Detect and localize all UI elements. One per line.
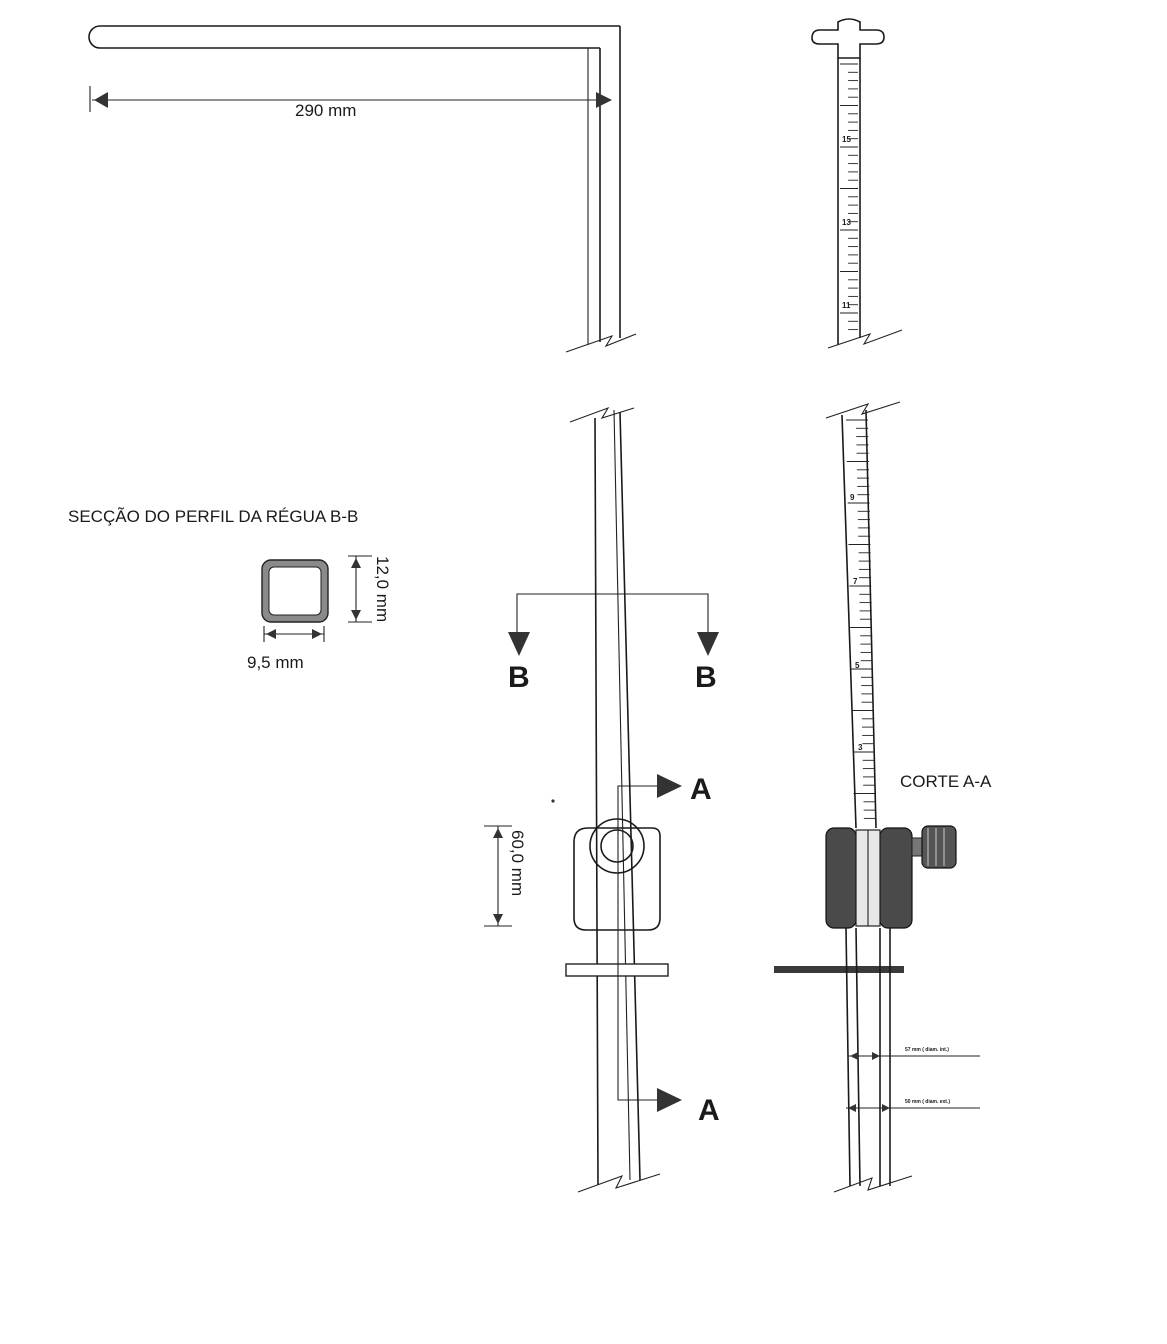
rule-number: 13 bbox=[842, 218, 851, 227]
rule-number: 11 bbox=[842, 301, 851, 310]
cut-view-title: CORTE A-A bbox=[900, 772, 992, 791]
length-dimension: 290 mm bbox=[89, 86, 612, 120]
rule-number: 15 bbox=[842, 135, 851, 144]
section-height-label: 12,0 mm bbox=[373, 556, 392, 622]
length-dim-label: 290 mm bbox=[295, 101, 356, 120]
slider-block bbox=[565, 818, 669, 977]
rule-ticks-upper bbox=[840, 63, 858, 331]
section-marker-left: B bbox=[508, 661, 530, 694]
inner-dim-2: 50 mm ( diam. ext.) bbox=[905, 1099, 950, 1105]
rule-number: 5 bbox=[855, 661, 860, 670]
cut-marker-top: A bbox=[690, 773, 712, 806]
cut-marker-bottom: A bbox=[698, 1094, 720, 1127]
rule-number: 3 bbox=[858, 743, 863, 752]
graduated-rule-view: 15 13 11 9 7 5 3 57 mm bbox=[774, 18, 980, 1193]
section-title: SECÇÃO DO PERFIL DA RÉGUA B-B bbox=[68, 507, 358, 526]
section-marker-right: B bbox=[695, 661, 717, 694]
rule-ticks-lower bbox=[846, 419, 876, 819]
section-width-label: 9,5 mm bbox=[247, 653, 304, 672]
profile-section: 12,0 mm 9,5 mm bbox=[247, 555, 392, 672]
rule-number: 7 bbox=[853, 577, 858, 586]
rule-number: 9 bbox=[850, 493, 855, 502]
inner-dim-1: 57 mm ( diam. int.) bbox=[905, 1047, 949, 1053]
section-bb-marker: B B bbox=[508, 593, 719, 694]
slider-height-label: 60,0 mm bbox=[508, 830, 527, 896]
slider-dimension: 60,0 mm bbox=[484, 825, 527, 927]
stray-dot bbox=[551, 799, 555, 803]
cut-aa-marker: A A bbox=[617, 773, 720, 1127]
